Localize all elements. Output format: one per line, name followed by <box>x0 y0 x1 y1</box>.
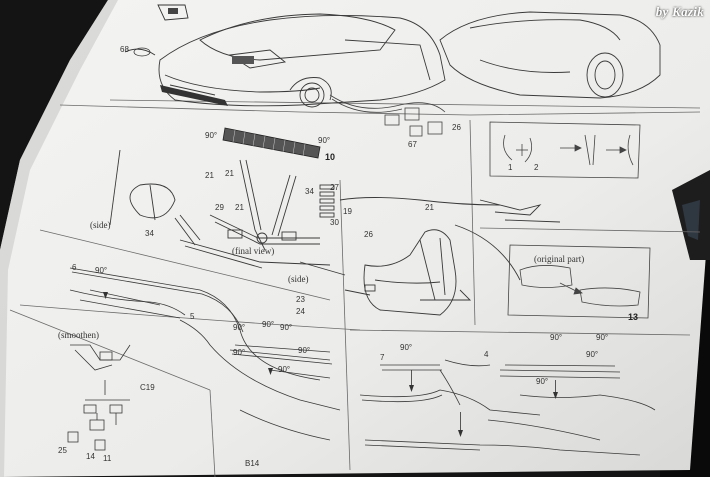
label-10: 10 <box>325 152 335 162</box>
angle-label: 90° <box>596 333 608 342</box>
label-2: 2 <box>534 163 539 172</box>
angle-label: 90° <box>95 266 107 275</box>
car-front-drawing <box>124 13 446 108</box>
label-original-part: (original part) <box>534 254 584 264</box>
hose-parts <box>329 94 446 137</box>
label-side-1: (side) <box>90 220 111 230</box>
label-34b: 34 <box>145 229 154 238</box>
label-25: 25 <box>58 446 67 455</box>
label-24: 24 <box>296 307 305 316</box>
angle-label: 90° <box>205 131 217 140</box>
label-26a: 26 <box>452 123 461 132</box>
angle-label: 90° <box>280 323 292 332</box>
label-14: 14 <box>86 452 95 461</box>
label-7: 7 <box>380 353 385 362</box>
label-34a: 34 <box>305 187 314 196</box>
pipe-routing-drawings <box>69 267 656 456</box>
angle-label: 90° <box>298 346 310 355</box>
label-21b: 21 <box>225 169 234 178</box>
label-19: 19 <box>343 207 352 216</box>
label-4: 4 <box>484 350 489 359</box>
front-grille-part <box>160 85 321 159</box>
angle-label: 90° <box>233 348 245 357</box>
label-21d: 21 <box>425 203 434 212</box>
label-21a: 21 <box>205 171 214 180</box>
label-68: 68 <box>120 45 129 54</box>
angle-label: 90° <box>318 136 330 145</box>
angle-label: 90° <box>233 323 245 332</box>
angle-label: 90° <box>536 377 548 386</box>
label-23: 23 <box>296 295 305 304</box>
angle-label: 90° <box>278 365 290 374</box>
angle-label: 90° <box>262 320 274 329</box>
label-6: 6 <box>72 263 77 272</box>
label-side-2: (side) <box>288 274 309 284</box>
label-c19: C19 <box>140 383 155 392</box>
inset-box-right <box>489 121 641 179</box>
label-1: 1 <box>508 163 513 172</box>
label-smoothen: (smoothen) <box>58 330 99 340</box>
arrows <box>103 292 558 437</box>
label-13: 13 <box>628 312 638 322</box>
label-30: 30 <box>330 218 339 227</box>
harness-assembly-drawing <box>109 149 346 276</box>
angle-label: 90° <box>400 343 412 352</box>
angle-label: 90° <box>550 333 562 342</box>
car-rear-drawing <box>439 11 661 99</box>
label-26b: 26 <box>364 230 373 239</box>
label-29: 29 <box>215 203 224 212</box>
smoothen-schematic <box>67 344 131 451</box>
seat-drawing <box>339 197 561 316</box>
label-11: 11 <box>103 454 112 463</box>
label-5: 5 <box>190 312 195 321</box>
angle-label: 90° <box>586 350 598 359</box>
label-final-view: (final view) <box>232 246 274 256</box>
label-27: 27 <box>330 183 339 192</box>
original-part-inset <box>507 244 651 319</box>
watermark-text: by Kazik <box>655 4 704 19</box>
label-67: 67 <box>408 140 417 149</box>
label-b14: B14 <box>245 459 260 468</box>
label-21c: 21 <box>235 203 244 212</box>
